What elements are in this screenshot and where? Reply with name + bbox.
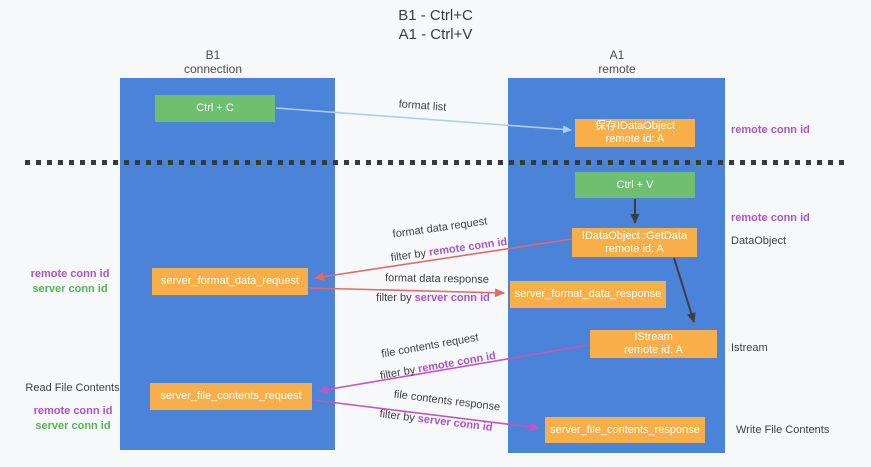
filter-by-text: filter by bbox=[376, 292, 415, 304]
node-server-file-contents-response-label: server_file_contents_response bbox=[550, 423, 700, 436]
column-header-b1-role: connection bbox=[183, 62, 243, 76]
filter-key-remote-conn-id: remote conn id bbox=[428, 235, 508, 259]
node-save-dataobject: 保存IDataObject remote id: A bbox=[575, 119, 695, 147]
node-ctrl-v: Ctrl + V bbox=[575, 172, 695, 198]
column-header-b1-name: B1 bbox=[205, 48, 221, 62]
node-server-file-contents-response: server_file_contents_response bbox=[545, 417, 705, 443]
node-istream: IStream remote id: A bbox=[590, 330, 717, 358]
node-istream-line2: remote id: A bbox=[624, 344, 683, 356]
left-label-remote-conn-id-2: remote conn id bbox=[33, 405, 113, 417]
node-save-dataobject-line2: remote id: A bbox=[605, 133, 665, 145]
right-label-dataobject: DataObject bbox=[731, 235, 787, 247]
node-ctrl-c-label: Ctrl + C bbox=[196, 102, 234, 114]
node-server-file-contents-request: server_file_contents_request bbox=[150, 383, 312, 410]
node-server-format-data-request: server_format_data_request bbox=[152, 268, 308, 295]
column-header-a1-role: remote bbox=[598, 62, 636, 76]
column-header-a1: A1 remote bbox=[542, 48, 692, 76]
column-header-a1-name: A1 bbox=[609, 48, 625, 62]
filter-key-remote-conn-id: remote conn id bbox=[417, 349, 497, 376]
left-label-server-conn-id-1: server conn id bbox=[32, 283, 108, 295]
left-label-server-conn-id-2: server conn id bbox=[35, 420, 111, 432]
node-server-format-data-response: server_format_data_response bbox=[510, 281, 666, 308]
node-server-file-contents-request-label: server_file_contents_request bbox=[160, 390, 302, 402]
label-format-data-response-filter: filter by server conn id bbox=[348, 291, 518, 305]
node-getdata: IDataObject::GetData remote id: A bbox=[572, 228, 697, 257]
label-format-list: format list bbox=[398, 98, 447, 114]
node-ctrl-c: Ctrl + C bbox=[155, 95, 275, 122]
right-label-remote-conn-id-2: remote conn id bbox=[731, 212, 810, 224]
filter-by-text: filter by bbox=[390, 246, 430, 265]
right-label-remote-conn-id-1: remote conn id bbox=[731, 124, 810, 136]
dashed-divider bbox=[25, 160, 845, 165]
node-istream-line1: IStream bbox=[634, 331, 673, 343]
title-line-1: B1 - Ctrl+C bbox=[398, 7, 473, 24]
title-line-2: A1 - Ctrl+V bbox=[398, 26, 473, 43]
node-server-format-data-request-label: server_format_data_request bbox=[160, 275, 300, 287]
node-server-format-data-response-label: server_format_data_response bbox=[514, 288, 662, 300]
filter-key-server-conn-id: server conn id bbox=[414, 292, 490, 304]
left-label-read-file-contents: Read File Contents bbox=[25, 382, 120, 394]
left-label-remote-conn-id-1: remote conn id bbox=[30, 268, 110, 280]
node-getdata-line2: remote id: A bbox=[605, 242, 664, 255]
filter-by-text: filter by bbox=[378, 408, 419, 425]
column-header-b1: B1 connection bbox=[138, 48, 288, 76]
right-label-istream: Istream bbox=[731, 342, 768, 354]
diagram-title: B1 - Ctrl+C A1 - Ctrl+V bbox=[0, 6, 871, 44]
filter-key-server-conn-id: server conn id bbox=[417, 412, 494, 434]
label-format-data-response: format data response bbox=[384, 272, 490, 286]
node-ctrl-v-label: Ctrl + V bbox=[616, 178, 654, 191]
node-save-dataobject-line1: 保存IDataObject bbox=[594, 120, 676, 132]
filter-by-text: filter by bbox=[379, 363, 420, 383]
right-label-write-file-contents: Write File Contents bbox=[736, 424, 830, 436]
node-getdata-line1: IDataObject::GetData bbox=[581, 229, 688, 242]
